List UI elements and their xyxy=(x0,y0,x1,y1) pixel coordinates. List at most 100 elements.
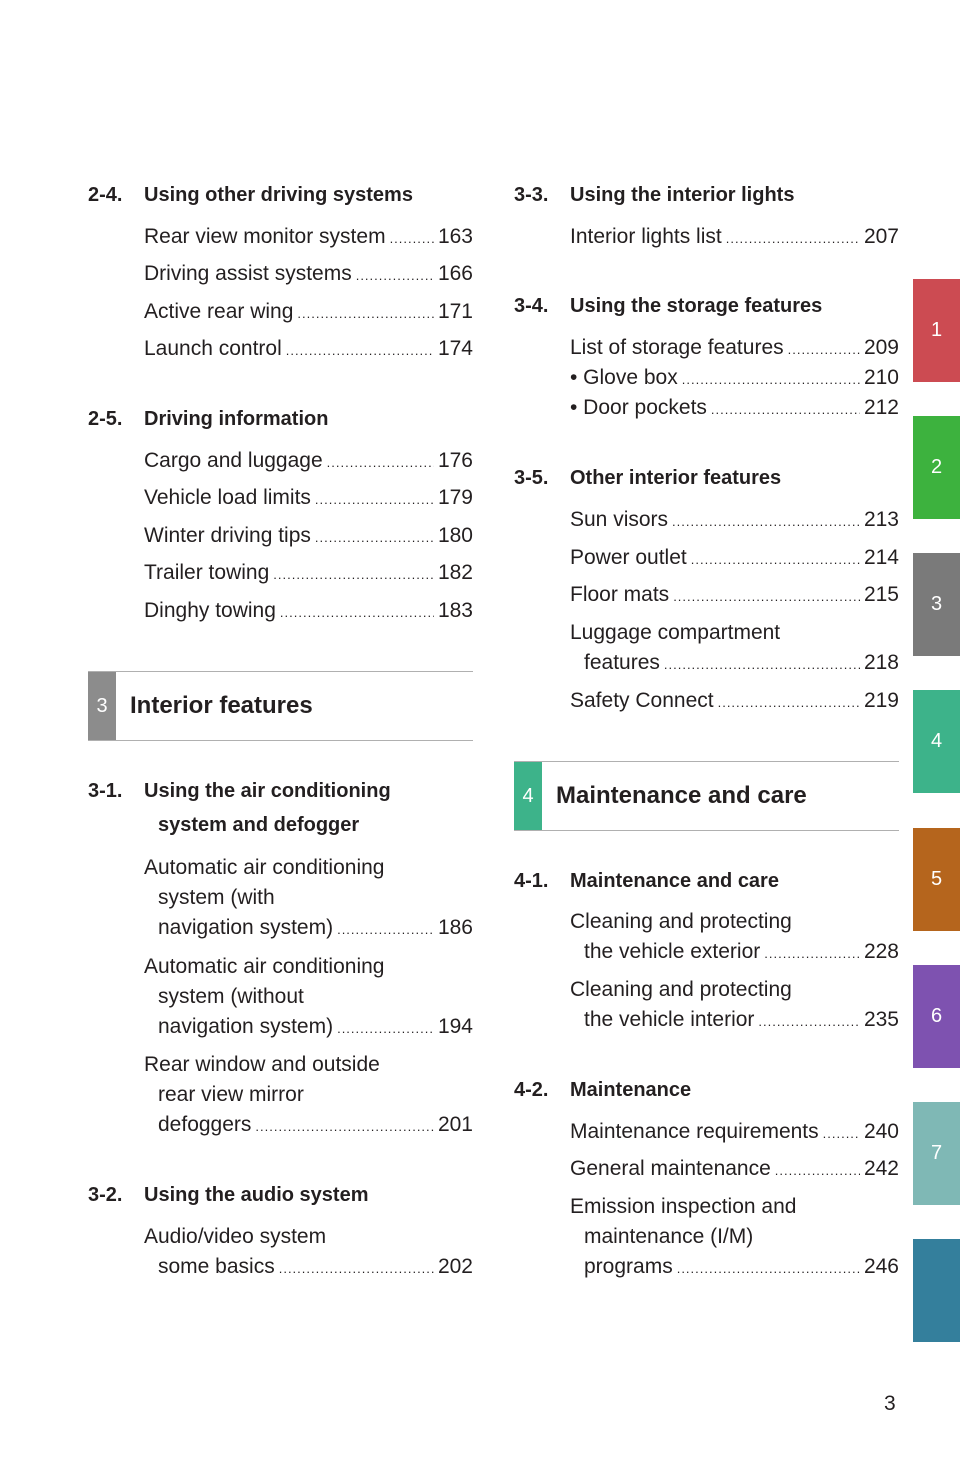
toc-entry[interactable]: Audio/video system some basics 202 xyxy=(144,1222,473,1284)
page-ref: 209 xyxy=(863,336,899,359)
page-ref: 183 xyxy=(437,599,473,622)
entry-title: Winter driving tips xyxy=(144,524,311,547)
page-ref: 186 xyxy=(437,916,473,939)
entry-title-line: Automatic air conditioning xyxy=(144,856,385,879)
entry-title-line: Audio/video system xyxy=(144,1225,327,1248)
toc-entry[interactable]: Power outlet214 xyxy=(570,543,899,575)
entry-title: Power outlet xyxy=(570,546,687,569)
toc-entry[interactable]: Rear view monitor system 163 xyxy=(144,222,473,254)
toc-entry[interactable]: Winter driving tips 180 xyxy=(144,521,473,553)
toc-entry[interactable]: Active rear wing 171 xyxy=(144,297,473,329)
toc-entry[interactable]: Vehicle load limits 179 xyxy=(144,483,473,515)
toc-entry[interactable]: Interior lights list207 xyxy=(570,222,899,254)
entry-title-line: some basics xyxy=(158,1255,275,1278)
entry-title: List of storage features xyxy=(570,336,784,359)
entry-title: Maintenance requirements xyxy=(570,1120,819,1143)
entry-title-line: Luggage compartment xyxy=(570,621,781,644)
toc-entry[interactable]: Trailer towing182 xyxy=(144,558,473,590)
toc-entry[interactable]: Sun visors213 xyxy=(570,505,899,537)
toc-entry[interactable]: Luggage compartment features218 xyxy=(570,618,899,680)
toc-entry[interactable]: Automatic air conditioning system (with … xyxy=(144,853,473,945)
section-title: Maintenance xyxy=(570,1079,692,1101)
toc-entry[interactable]: Floor mats215 xyxy=(570,580,899,612)
entry-title: Floor mats xyxy=(570,583,670,606)
entry-title-line: rear view mirror xyxy=(158,1083,304,1106)
toc-entry[interactable]: Safety Connect219 xyxy=(570,686,899,718)
toc-entry[interactable]: Cleaning and protecting the vehicle exte… xyxy=(570,907,899,969)
section-title: Using other driving systems xyxy=(144,184,413,206)
toc-entry[interactable]: Cargo and luggage 176 xyxy=(144,446,473,478)
entry-title: Vehicle load limits xyxy=(144,486,311,509)
entry-title: Dinghy towing xyxy=(144,599,276,622)
section-title: Other interior features xyxy=(570,467,782,489)
entry-title-line: Automatic air conditioning xyxy=(144,955,385,978)
page-ref: 235 xyxy=(863,1008,899,1031)
toc-entry[interactable]: • Glove box210 xyxy=(570,363,899,395)
entry-title-line: defoggers xyxy=(158,1113,252,1136)
page-ref: 207 xyxy=(863,225,899,248)
entry-title: Launch control xyxy=(144,337,282,360)
toc-entry[interactable]: • Door pockets212 xyxy=(570,393,899,425)
chapter-tab-5[interactable]: 5 xyxy=(913,828,960,931)
page-ref: 219 xyxy=(863,689,899,712)
chapter-tab-3[interactable]: 3 xyxy=(913,553,960,656)
page-ref: 201 xyxy=(437,1113,473,1136)
entry-title: Active rear wing xyxy=(144,300,294,323)
chapter-tab-4[interactable]: 4 xyxy=(913,690,960,793)
entry-title-line: navigation system) xyxy=(158,1015,334,1038)
section-title-line: Using the air conditioning xyxy=(144,780,391,802)
section-number: 4-2. xyxy=(514,1079,549,1101)
entry-title-line: the vehicle exterior xyxy=(584,940,761,963)
entry-title: Rear view monitor system xyxy=(144,225,386,248)
chapter-tab-7[interactable]: 7 xyxy=(913,1102,960,1205)
page-ref: 202 xyxy=(437,1255,473,1278)
entry-title-line: maintenance (I/M) xyxy=(584,1225,754,1248)
chapter-tab-6[interactable]: 6 xyxy=(913,965,960,1068)
section-number: 3-4. xyxy=(514,295,549,317)
chapter-tab-1[interactable]: 1 xyxy=(913,279,960,382)
page-number: 3 xyxy=(884,1392,896,1415)
toc-entry[interactable]: Driving assist systems 166 xyxy=(144,259,473,291)
page-ref: 228 xyxy=(863,940,899,963)
page-ref: 171 xyxy=(437,300,473,323)
toc-entry[interactable]: Emission inspection and maintenance (I/M… xyxy=(570,1192,899,1284)
entry-title: Cargo and luggage xyxy=(144,449,323,472)
chapter-tab-2[interactable]: 2 xyxy=(913,416,960,519)
entry-title: • Door pockets xyxy=(570,396,707,419)
entry-title-line: Cleaning and protecting xyxy=(570,978,792,1001)
section-title: Using the storage features xyxy=(570,295,823,317)
section-number: 3-3. xyxy=(514,184,549,206)
page-ref: 218 xyxy=(863,651,899,674)
page-ref: 179 xyxy=(437,486,473,509)
entry-title-line: Emission inspection and xyxy=(570,1195,797,1218)
toc-entry[interactable]: Launch control 174 xyxy=(144,334,473,366)
toc-entry[interactable]: Cleaning and protecting the vehicle inte… xyxy=(570,975,899,1037)
page-ref: 166 xyxy=(437,262,473,285)
toc-entry[interactable]: Automatic air conditioning system (witho… xyxy=(144,952,473,1044)
chapter-header-4[interactable]: 4 Maintenance and care xyxy=(514,761,899,831)
toc-entry[interactable]: Dinghy towing 183 xyxy=(144,596,473,628)
section-title: Driving information xyxy=(144,408,329,430)
chapter-title: Interior features xyxy=(130,692,313,719)
page-ref: 180 xyxy=(437,524,473,547)
toc-entry[interactable]: List of storage features 209 xyxy=(570,333,899,365)
section-title-line: system and defogger xyxy=(158,814,360,836)
entry-title-line: Rear window and outside xyxy=(144,1053,380,1076)
chapter-tab-index[interactable] xyxy=(913,1239,960,1342)
entry-title-line: Cleaning and protecting xyxy=(570,910,792,933)
toc-entry[interactable]: Maintenance requirements240 xyxy=(570,1117,899,1149)
entry-title: Driving assist systems xyxy=(144,262,352,285)
toc-entry[interactable]: Rear window and outside rear view mirror… xyxy=(144,1050,473,1142)
entry-title-line: navigation system) xyxy=(158,916,334,939)
page-ref: 194 xyxy=(437,1015,473,1038)
section-number: 2-5. xyxy=(88,408,123,430)
chapter-badge: 4 xyxy=(514,762,542,830)
chapter-header-3[interactable]: 3 Interior features xyxy=(88,671,473,741)
toc-entry[interactable]: General maintenance242 xyxy=(570,1154,899,1186)
entry-title-line: system (without xyxy=(158,985,304,1008)
page-ref: 176 xyxy=(437,449,473,472)
page-ref: 174 xyxy=(437,337,473,360)
entry-title-line: the vehicle interior xyxy=(584,1008,755,1031)
entry-title: Trailer towing xyxy=(144,561,270,584)
page-ref: 163 xyxy=(437,225,473,248)
